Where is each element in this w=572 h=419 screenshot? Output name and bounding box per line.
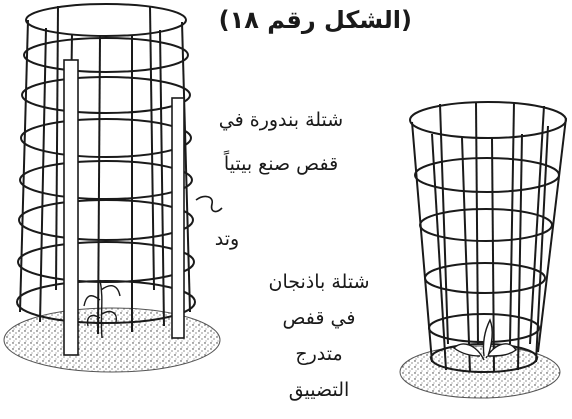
eggplant-cage-label-line-3: متدرج	[295, 343, 343, 365]
plant-icon	[83, 279, 121, 339]
wire-tie-icon	[195, 195, 223, 213]
eggplant-cage-label: شتلة باذنجان في قفص متدرج التضييق	[264, 264, 374, 408]
tomato-cage-label-line-2: قفص صنع بيتياً	[223, 153, 339, 175]
tomato-cage-label: شتلة بندورة في قفص صنع بيتياً	[196, 98, 366, 186]
stake-icon	[63, 59, 185, 356]
eggplant-cage-label-line-2: في قفص	[282, 307, 356, 329]
stake-label: وتد	[214, 228, 240, 250]
tomato-cage-verticals	[19, 5, 191, 335]
eggplant-cage-illustration	[399, 101, 567, 399]
tomato-soil-patch	[3, 307, 221, 373]
plant-icon	[452, 318, 517, 361]
eggplant-cage-verticals	[411, 101, 567, 373]
tomato-cage-label-line-1: شتلة بندورة في	[218, 109, 344, 131]
eggplant-cage-label-line-4: التضييق	[288, 379, 350, 401]
figure-title: (الشكل رقم ١٨)	[218, 6, 412, 34]
tomato-cage-rings	[16, 3, 196, 324]
eggplant-cage-label-line-1: شتلة باذنجان	[268, 271, 370, 293]
tomato-cage-illustration	[3, 3, 221, 373]
